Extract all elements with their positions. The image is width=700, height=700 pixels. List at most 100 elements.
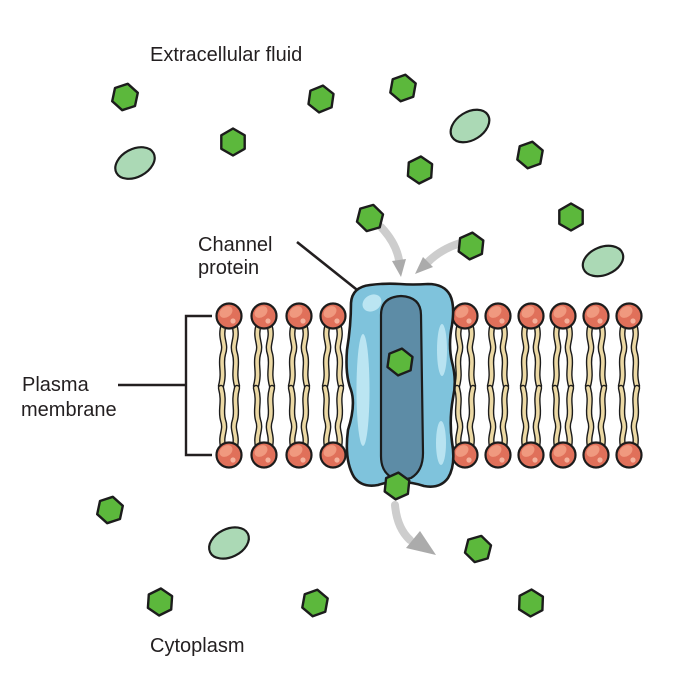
lipid-tail bbox=[302, 322, 309, 388]
lipid-head-dot bbox=[532, 318, 538, 324]
phospholipid-head bbox=[517, 441, 545, 469]
lipid-head-dot bbox=[564, 318, 570, 324]
lipid-head-highlight bbox=[521, 306, 535, 318]
oval-molecule-extracellular bbox=[114, 146, 156, 180]
solute-hexagon-cytoplasm bbox=[146, 587, 174, 617]
lipid-head-highlight bbox=[553, 445, 567, 457]
phospholipid-head bbox=[319, 441, 347, 469]
solute-hexagon-extracellular bbox=[355, 203, 385, 233]
phospholipid-head bbox=[615, 302, 643, 330]
lipid-tail bbox=[566, 322, 573, 388]
lipid-tail bbox=[232, 386, 239, 452]
lipid-head-highlight bbox=[323, 445, 337, 457]
phospholipid-head bbox=[319, 302, 347, 330]
channel-protein-label-line1: Channel bbox=[198, 234, 273, 256]
lipid-tail bbox=[488, 322, 495, 388]
annotation-lines bbox=[118, 240, 367, 457]
lipid-head-dot bbox=[466, 318, 472, 324]
lipid-tail bbox=[232, 322, 239, 388]
phospholipid-head bbox=[484, 302, 512, 330]
lipid-head-highlight bbox=[553, 306, 567, 318]
lipid-tail bbox=[455, 386, 462, 452]
lipid-tail bbox=[586, 322, 593, 388]
lipid-tail bbox=[302, 386, 309, 452]
lipid-tail bbox=[323, 322, 330, 388]
lipid-head-dot bbox=[597, 457, 603, 463]
lipid-tail bbox=[336, 386, 343, 452]
lipid-tail bbox=[488, 386, 495, 452]
lipid-tail bbox=[468, 322, 475, 388]
molecules bbox=[95, 73, 625, 618]
lipid-tail bbox=[599, 322, 606, 388]
lipid-head-dot bbox=[265, 457, 271, 463]
channel-pore bbox=[379, 294, 425, 481]
lipid-head-dot bbox=[300, 318, 306, 324]
phospholipid-head bbox=[582, 302, 610, 330]
solute-hexagon-extracellular bbox=[389, 73, 417, 103]
arrow-into-cytoplasm bbox=[391, 501, 414, 544]
lipid-tail bbox=[468, 386, 475, 452]
plasma-membrane-bracket bbox=[184, 314, 212, 457]
lipid-head-highlight bbox=[586, 306, 600, 318]
lipid-head-highlight bbox=[455, 445, 469, 457]
lipid-head-highlight bbox=[323, 306, 337, 318]
lipid-tail bbox=[254, 386, 261, 452]
phospholipid-head bbox=[517, 302, 545, 330]
lipid-head-highlight bbox=[488, 306, 502, 318]
lipid-head-highlight bbox=[289, 445, 303, 457]
channel-protein-label-line2: protein bbox=[198, 257, 259, 279]
lipid-head-dot bbox=[499, 318, 505, 324]
lipid-head-highlight bbox=[289, 306, 303, 318]
lipid-tail bbox=[534, 386, 541, 452]
plasma-membrane-label-line2: membrane bbox=[21, 399, 117, 421]
phospholipid-head bbox=[250, 441, 278, 469]
lipid-tail bbox=[632, 386, 639, 452]
channel-highlight-top bbox=[362, 294, 382, 312]
solute-hexagon-extracellular bbox=[406, 155, 434, 185]
phospholipid-head bbox=[285, 441, 313, 469]
solute-hexagon-cytoplasm bbox=[517, 588, 545, 618]
lipid-tail bbox=[553, 386, 560, 452]
channel-highlight-right-lower bbox=[436, 421, 446, 465]
lipid-tail bbox=[619, 322, 626, 388]
solute-hexagon-cytoplasm bbox=[95, 495, 125, 525]
oval-molecule-extracellular bbox=[581, 244, 625, 278]
lipid-tail bbox=[219, 322, 226, 388]
phospholipid-head bbox=[215, 441, 243, 469]
lipid-head-dot bbox=[300, 457, 306, 463]
lipid-head-dot bbox=[532, 457, 538, 463]
lipid-head-highlight bbox=[219, 306, 233, 318]
lipid-head-dot bbox=[334, 457, 340, 463]
lipid-head-highlight bbox=[254, 445, 268, 457]
lipid-head-dot bbox=[230, 457, 236, 463]
phospholipid-head bbox=[451, 441, 479, 469]
lipid-head-dot bbox=[630, 318, 636, 324]
lipid-head-highlight bbox=[586, 445, 600, 457]
solute-hexagon-extracellular bbox=[558, 202, 584, 232]
phospholipid-tails bbox=[217, 320, 641, 454]
lipid-tail bbox=[619, 386, 626, 452]
phospholipid-head bbox=[582, 441, 610, 469]
channel-highlight-left bbox=[356, 334, 370, 446]
labels: Extracellular fluid Channel protein Plas… bbox=[21, 44, 302, 657]
lipid-tail bbox=[501, 386, 508, 452]
arrow-into-channel-left bbox=[377, 223, 403, 264]
lipid-tail bbox=[501, 322, 508, 388]
solute-hexagon-extracellular bbox=[516, 140, 544, 170]
solute-hexagon-extracellular bbox=[220, 127, 246, 157]
lipid-tail bbox=[521, 322, 528, 388]
lipid-head-dot bbox=[499, 457, 505, 463]
lipid-tail bbox=[521, 386, 528, 452]
lipid-tail bbox=[323, 386, 330, 452]
phospholipid-head bbox=[451, 302, 479, 330]
lipid-head-highlight bbox=[619, 445, 633, 457]
lipid-head-highlight bbox=[254, 306, 268, 318]
channel-protein bbox=[345, 282, 457, 488]
lipid-tail bbox=[455, 322, 462, 388]
lipid-tail bbox=[534, 322, 541, 388]
lipid-head-dot bbox=[564, 457, 570, 463]
lipid-tail bbox=[599, 386, 606, 452]
lipid-head-highlight bbox=[619, 306, 633, 318]
lipid-head-dot bbox=[630, 457, 636, 463]
